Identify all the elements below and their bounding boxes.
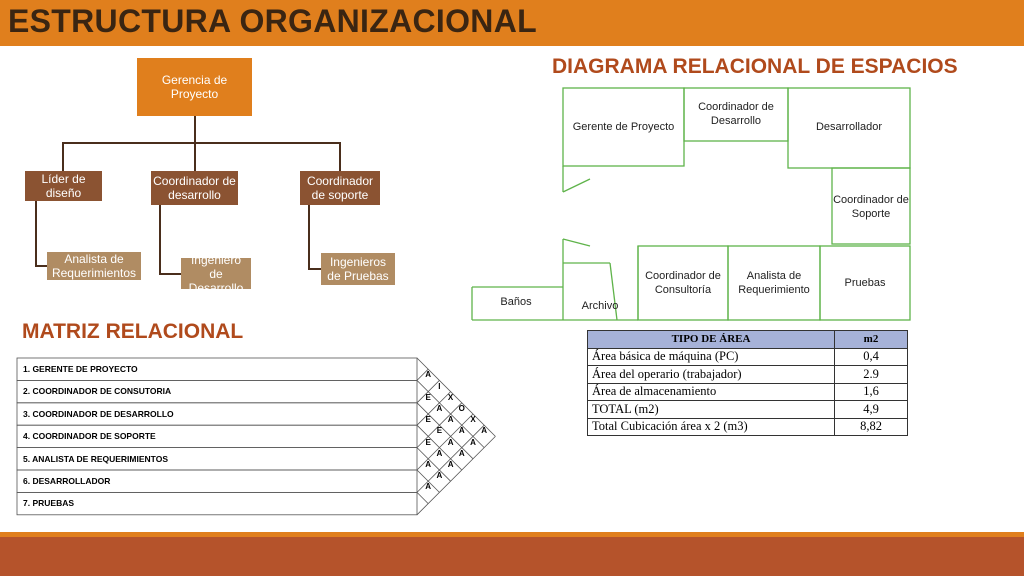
table-cell: 2.9 [834,365,908,384]
matrix-item-label: 4. COORDINADOR DE SOPORTE [23,431,156,442]
matrix-relation-code: A [458,448,465,458]
table-header-row: TIPO DE ÁREA m2 [587,330,908,349]
table-cell: 8,82 [834,417,908,436]
matrix-relation-code: A [458,426,465,436]
matrix-relation-code: O [458,404,465,413]
org-node-lider-diseno: Líder de diseño [25,171,102,201]
room-label-analista: Analista de Requerimiento [738,270,810,296]
matrix-title: MATRIZ RELACIONAL [22,320,244,343]
room-label-coord-soporte: Coordinador de Soporte [833,194,909,220]
table-cell: Área de almacenamiento [587,382,835,401]
matrix-relation-code: E [436,426,443,436]
matrix-relation-code: E [425,392,431,402]
matrix-item-label: 2. COORDINADOR DE CONSUTORIA [23,386,172,397]
table-row: Total Cubicación área x 2 (m3) 8,82 [587,417,908,436]
footer-accent-strip [0,532,1024,537]
table-cell: TOTAL (m2) [587,400,835,419]
room-label-coord-consultoria: Coordinador de Consultoría [645,270,721,296]
org-connector [35,201,37,266]
matrix-relation-code: I [438,381,441,391]
matrix-item-label: 6. DESARROLLADOR [23,476,111,486]
table-row: Área básica de máquina (PC) 0,4 [587,347,908,366]
org-node-ingeniero-desarrollo: Ingeniero de Desarrollo [181,253,251,295]
org-node-analista: Analista de Requerimientos [47,252,141,280]
page-title: ESTRUCTURA ORGANIZACIONAL [8,3,537,39]
matrix-relation-code: A [425,370,432,380]
org-connector [35,265,47,267]
org-connector [194,116,196,143]
org-connector [339,142,341,172]
org-node-gerencia: Gerencia de Proyecto [137,58,252,116]
org-connector [308,268,321,270]
org-node-coord-desarrollo: Coordinador de desarrollo [151,171,238,205]
room-label-pruebas: Pruebas [844,277,886,289]
matrix-item-label: 7. PRUEBAS [23,498,75,509]
org-connector [62,142,64,172]
title-bar: ESTRUCTURA ORGANIZACIONAL [0,0,1024,46]
table-cell: Área básica de máquina (PC) [587,347,835,366]
matrix-relation-code: A [436,404,443,413]
matrix-relation-code: A [447,460,454,469]
room-label-coord-desarrollo: Coordinador de Desarrollo [698,101,774,127]
footer-bar [0,537,1024,576]
matrix-relation-code: X [470,415,476,425]
table-cell: 4,9 [834,400,908,419]
room-pruebas [819,245,911,321]
table-header-cell: TIPO DE ÁREA [587,330,835,349]
table-cell: 0,4 [834,347,908,366]
room-label-archivo: Archivo [581,300,619,312]
org-connector [159,205,161,274]
room-label-banos: Baños [500,296,532,308]
org-connector [308,205,310,269]
table-header-cell: m2 [834,330,908,349]
matrix-relation-code: A [425,482,432,492]
table-cell: 1,6 [834,382,908,401]
matrix-item-label: 1. GERENTE DE PROYECTO [23,364,138,374]
matrix-relation-code: A [470,437,476,447]
relation-matrix [16,357,496,516]
org-connector [62,142,341,144]
room-coord-soporte [831,167,911,245]
space-floor-plan [471,87,911,321]
table-row: Área del operario (trabajador) 2.9 [587,365,908,384]
matrix-relation-code: A [481,426,488,436]
org-node-ingenieros-pruebas: Ingenieros de Pruebas [321,253,395,285]
org-connector [194,142,196,172]
matrix-relation-code: A [425,460,432,469]
matrix-row [16,491,418,516]
org-connector [159,273,181,275]
matrix-relation-code: E [425,437,431,447]
matrix-relation-code: A [436,471,443,481]
matrix-item-label: 3. COORDINADOR DE DESARROLLO [23,408,174,419]
table-row: Área de almacenamiento 1,6 [587,382,908,401]
org-node-coord-soporte: Coordinador de soporte [300,171,380,205]
matrix-relation-code: A [436,448,443,458]
matrix-relation-code: E [425,415,431,425]
matrix-item-label: 5. ANALISTA DE REQUERIMIENTOS [23,453,168,464]
room-label-gerente: Gerente de Proyecto [572,121,675,133]
matrix-relation-code: A [447,415,454,425]
matrix-relation-code: X [447,392,454,402]
area-table: TIPO DE ÁREA m2 Área básica de máquina (… [587,330,908,436]
diagram-title: DIAGRAMA RELACIONAL DE ESPACIOS [552,55,958,78]
matrix-relation-code: A [447,437,454,447]
table-cell: Área del operario (trabajador) [587,365,835,384]
table-cell: Total Cubicación área x 2 (m3) [587,417,835,436]
table-row: TOTAL (m2) 4,9 [587,400,908,419]
room-label-desarrollador: Desarrollador [815,121,883,133]
